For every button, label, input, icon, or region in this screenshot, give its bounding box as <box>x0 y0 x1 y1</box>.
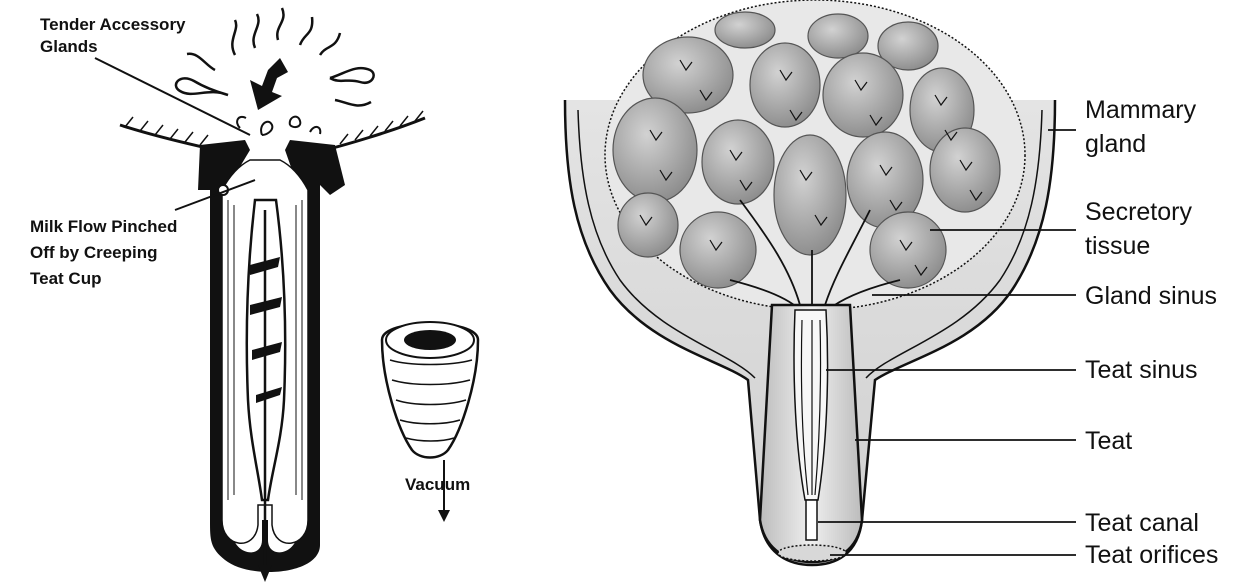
mammary-gland-figure: Mammary gland Secretory tissue Gland sin… <box>565 0 1218 569</box>
gland-droplets <box>237 117 320 135</box>
flow-arrow-icon <box>250 58 288 110</box>
label-mammary-2: gland <box>1085 130 1146 158</box>
label-vacuum: Vacuum <box>405 475 470 494</box>
vacuum-arrowhead-icon <box>438 510 450 522</box>
label-secretory-1: Secretory <box>1085 198 1192 226</box>
milk-flow-arrowhead-icon <box>258 565 272 582</box>
label-pinched-2: Off by Creeping <box>30 243 158 262</box>
label-teat-orifices: Teat orifices <box>1085 541 1218 569</box>
teat-cup-figure: Tender Accessory Glands Milk Flow Pinche… <box>30 8 478 582</box>
glands-leader-line <box>95 58 250 135</box>
udder-skin-line <box>120 118 425 150</box>
liner-cross-section <box>382 322 478 458</box>
label-teat-canal: Teat canal <box>1085 509 1199 537</box>
label-pinched-1: Milk Flow Pinched <box>30 217 177 236</box>
label-secretory-2: tissue <box>1085 232 1150 260</box>
label-mammary-1: Mammary <box>1085 96 1197 124</box>
label-teat-sinus: Teat sinus <box>1085 356 1198 384</box>
label-tender-glands-1: Tender Accessory <box>40 15 186 34</box>
teat-canal <box>806 500 817 540</box>
label-teat: Teat <box>1085 427 1132 455</box>
label-tender-glands-2: Glands <box>40 37 98 56</box>
gland-squiggles <box>176 8 374 105</box>
label-pinched-3: Teat Cup <box>30 269 101 288</box>
teat-orifices <box>778 545 846 561</box>
label-gland-sinus: Gland sinus <box>1085 282 1217 310</box>
